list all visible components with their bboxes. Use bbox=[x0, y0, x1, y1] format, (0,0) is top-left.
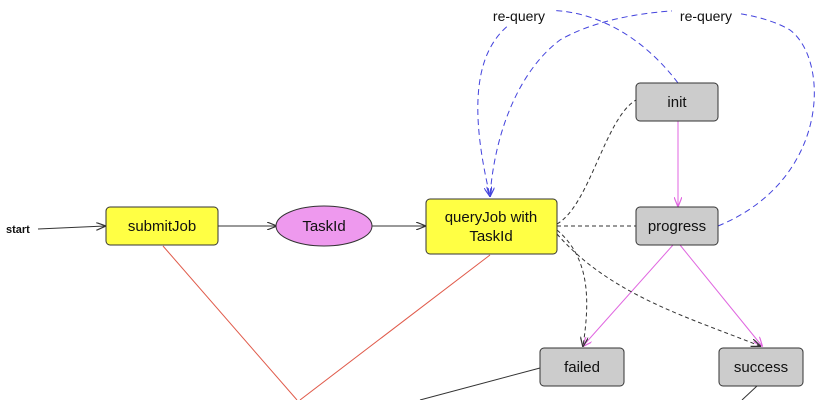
edge-queryjob-init-dashed bbox=[556, 99, 637, 225]
edge-failed-down bbox=[419, 367, 541, 400]
requery-label-right: re-query bbox=[680, 8, 732, 24]
node-failed-label: failed bbox=[564, 359, 600, 376]
node-progress[interactable]: progress bbox=[635, 206, 719, 246]
edge-queryjob-success-dashed bbox=[556, 233, 760, 346]
node-success[interactable]: success bbox=[718, 347, 804, 387]
node-queryjob[interactable]: queryJob with TaskId bbox=[425, 198, 558, 255]
start-label: start bbox=[6, 224, 30, 236]
edge-success-down bbox=[741, 385, 758, 400]
requery-label-left: re-query bbox=[493, 8, 545, 24]
node-queryjob-label-line2: TaskId bbox=[469, 228, 512, 245]
node-progress-label: progress bbox=[648, 218, 706, 235]
edge-start-submitjob bbox=[37, 226, 105, 229]
edge-progress-success bbox=[679, 244, 762, 346]
node-taskid-label: TaskId bbox=[302, 218, 345, 235]
edge-submitjob-result bbox=[162, 245, 298, 400]
requery-label-bg-left bbox=[485, 6, 553, 26]
edge-queryjob-result bbox=[299, 254, 491, 400]
requery-label-bg-right bbox=[672, 6, 740, 26]
edge-progress-requery-dashed bbox=[490, 9, 815, 227]
node-init-label: init bbox=[667, 94, 687, 111]
node-success-label: success bbox=[734, 359, 788, 376]
node-submitjob[interactable]: submitJob bbox=[105, 206, 219, 246]
edge-queryjob-failed-dashed bbox=[556, 229, 587, 346]
edge-progress-failed bbox=[583, 244, 674, 346]
node-failed[interactable]: failed bbox=[539, 347, 625, 387]
node-init[interactable]: init bbox=[635, 82, 719, 122]
node-taskid[interactable]: TaskId bbox=[275, 205, 373, 247]
node-queryjob-label-line1: queryJob with bbox=[445, 209, 538, 226]
node-submitjob-label: submitJob bbox=[128, 218, 196, 235]
